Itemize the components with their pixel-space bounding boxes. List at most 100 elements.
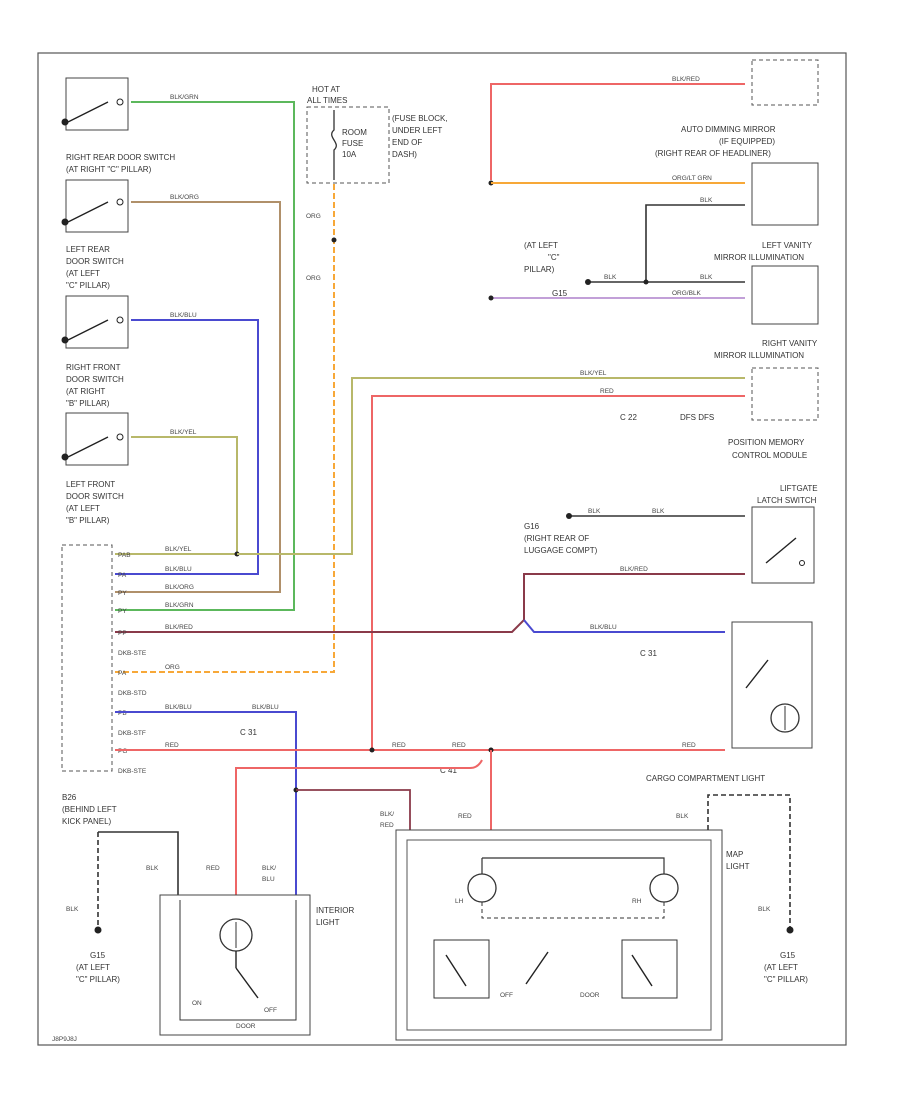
fuse-name-1: ROOM bbox=[342, 128, 367, 137]
wire-blk-red-liftgate bbox=[115, 573, 745, 633]
wire-blk-grn bbox=[115, 101, 295, 611]
wire-label-blk-2: BLK bbox=[604, 274, 617, 281]
wire-label-blk-blu-4: BLK/BLU bbox=[165, 704, 192, 711]
label-g15b-3: "C" PILLAR) bbox=[764, 975, 808, 984]
wire-label-blk-org: BLK/ORG bbox=[170, 194, 199, 201]
left-vanity-mirror-box bbox=[751, 265, 819, 325]
label-c41: C 41 bbox=[440, 766, 457, 775]
label-right-vanity-2: MIRROR ILLUMINATION bbox=[714, 351, 804, 360]
wire-label-org-2: ORG bbox=[306, 275, 321, 282]
wire-label-blk-blu: BLK/BLU bbox=[170, 312, 197, 319]
label-pos-mem-1: POSITION MEMORY bbox=[728, 438, 805, 447]
wire-label-blk-blu-v: BLK/ bbox=[262, 865, 276, 872]
pin-7: DKB-STD bbox=[118, 690, 147, 697]
door-switch-left-front bbox=[61, 412, 129, 466]
wire-label-blk-blu-3: BLK/BLU bbox=[590, 624, 617, 631]
pin-9: DKB-STE bbox=[118, 768, 147, 775]
wire-yellow-long bbox=[237, 377, 745, 555]
label-c22: C 22 bbox=[620, 413, 637, 422]
switch-pos-off: OFF bbox=[264, 1007, 277, 1014]
label-left-front-door-1: LEFT FRONT bbox=[66, 480, 115, 489]
map-rh: RH bbox=[632, 898, 642, 905]
label-g15-3: "C" PILLAR) bbox=[76, 975, 120, 984]
label-c31a: C 31 bbox=[640, 649, 657, 658]
fuse-name-2: FUSE bbox=[342, 139, 363, 148]
map-door: DOOR bbox=[580, 992, 600, 999]
wire-label-red-2: RED bbox=[600, 388, 614, 395]
right-vanity-mirror-box bbox=[751, 367, 819, 421]
label-liftgate-1: LIFTGATE bbox=[780, 484, 818, 493]
switch-pos-door: DOOR bbox=[236, 1023, 256, 1030]
wire-label-blk-blu-v2: BLU bbox=[262, 876, 275, 883]
pin-11: PB bbox=[118, 710, 127, 717]
label-left-vanity-2: MIRROR ILLUMINATION bbox=[714, 253, 804, 262]
label-right-front-door-1: RIGHT FRONT bbox=[66, 363, 121, 372]
label-c31b: C 31 bbox=[240, 728, 257, 737]
fuse-loc-2: UNDER LEFT bbox=[392, 126, 442, 135]
label-interior-2: LIGHT bbox=[316, 918, 340, 927]
fuse-loc-3: END OF bbox=[392, 138, 422, 147]
wire-label-blk-4: BLK bbox=[588, 508, 601, 515]
wire-label-blk-8: BLK bbox=[758, 906, 771, 913]
wire-label-blk-3: BLK bbox=[700, 274, 713, 281]
label-right-front-door-2: DOOR SWITCH bbox=[66, 375, 124, 384]
label-auto-dim-3: (RIGHT REAR OF HEADLINER) bbox=[655, 149, 771, 158]
label-g15b-1: G15 bbox=[780, 951, 796, 960]
pin-5: PP bbox=[118, 630, 127, 637]
wire-blk-blu bbox=[115, 319, 259, 575]
label-left-rear-door-2: DOOR SWITCH bbox=[66, 257, 124, 266]
label-cargo-light: CARGO COMPARTMENT LIGHT bbox=[646, 774, 765, 783]
wire-blu-cargo bbox=[523, 619, 725, 633]
label-g15-1: G15 bbox=[90, 951, 106, 960]
diagram-code: J8P9J8J bbox=[52, 1036, 77, 1043]
label-left-rear-door-1: LEFT REAR bbox=[66, 245, 110, 254]
fuse-name-3: 10A bbox=[342, 150, 357, 159]
map-off: OFF bbox=[500, 992, 513, 999]
wire-label-org-blk: ORG/BLK bbox=[672, 290, 702, 297]
label-left-rear-door-3: (AT LEFT bbox=[66, 269, 100, 278]
wire-blk-yel bbox=[115, 436, 238, 555]
wire-label-blk-yel-3: BLK/YEL bbox=[165, 546, 192, 553]
map-light-box bbox=[395, 829, 723, 1041]
fuse-hot-1: HOT AT bbox=[312, 85, 340, 94]
label-left-vanity-1: LEFT VANITY bbox=[762, 241, 813, 250]
wire-label-blk-red-2: BLK/RED bbox=[620, 566, 648, 573]
label-b26-3: KICK PANEL) bbox=[62, 817, 112, 826]
wire-blk-ground-right bbox=[707, 794, 791, 930]
label-g16-1: G16 bbox=[524, 522, 540, 531]
label-interior-1: INTERIOR bbox=[316, 906, 354, 915]
wire-label-blk-map: BLK bbox=[676, 813, 689, 820]
wire-label-blk-5: BLK bbox=[652, 508, 665, 515]
wire-label-red: RED bbox=[165, 742, 179, 749]
fuse-loc-4: DASH) bbox=[392, 150, 417, 159]
wire-label-blk-6: BLK bbox=[146, 865, 159, 872]
pin-12: PG bbox=[118, 748, 127, 755]
label-auto-dim-2: (IF EQUIPPED) bbox=[719, 137, 775, 146]
pin-6: DKB-STE bbox=[118, 650, 147, 657]
diagram-frame bbox=[37, 52, 847, 1046]
label-map-2: LIGHT bbox=[726, 862, 750, 871]
pin-4: PY bbox=[118, 608, 127, 615]
wire-label-red-interior: RED bbox=[206, 865, 220, 872]
wire-label-blk-dim: BLK bbox=[700, 197, 713, 204]
door-switch-right-rear bbox=[61, 77, 129, 131]
label-right-rear-door-loc: (AT RIGHT "C" PILLAR) bbox=[66, 165, 152, 174]
switch-pos-on: ON bbox=[192, 1000, 202, 1007]
label-c-pillar-3: PILLAR) bbox=[524, 265, 555, 274]
label-left-rear-door-4: "C" PILLAR) bbox=[66, 281, 110, 290]
wire-label-blk-red-3: BLK/RED bbox=[165, 624, 193, 631]
label-c-pillar-2: "C" bbox=[548, 253, 560, 262]
label-g15b-2: (AT LEFT bbox=[764, 963, 798, 972]
label-right-front-door-3: (AT RIGHT bbox=[66, 387, 105, 396]
label-right-front-door-4: "B" PILLAR) bbox=[66, 399, 110, 408]
wire-label-blk-red-v: BLK/ bbox=[380, 811, 394, 818]
wire-blu-interior bbox=[115, 711, 297, 895]
wire-label-blk-grn-2: BLK/GRN bbox=[165, 602, 194, 609]
wire-label-blk-blu-2: BLK/BLU bbox=[165, 566, 192, 573]
label-liftgate-2: LATCH SWITCH bbox=[757, 496, 817, 505]
wire-label-blk-red-v2: RED bbox=[380, 822, 394, 829]
auto-dim-mirror-box bbox=[751, 162, 819, 226]
label-auto-dim-1: AUTO DIMMING MIRROR bbox=[681, 125, 776, 134]
label-pos-mem-2: CONTROL MODULE bbox=[732, 451, 807, 460]
wire-label-red-3: RED bbox=[392, 742, 406, 749]
